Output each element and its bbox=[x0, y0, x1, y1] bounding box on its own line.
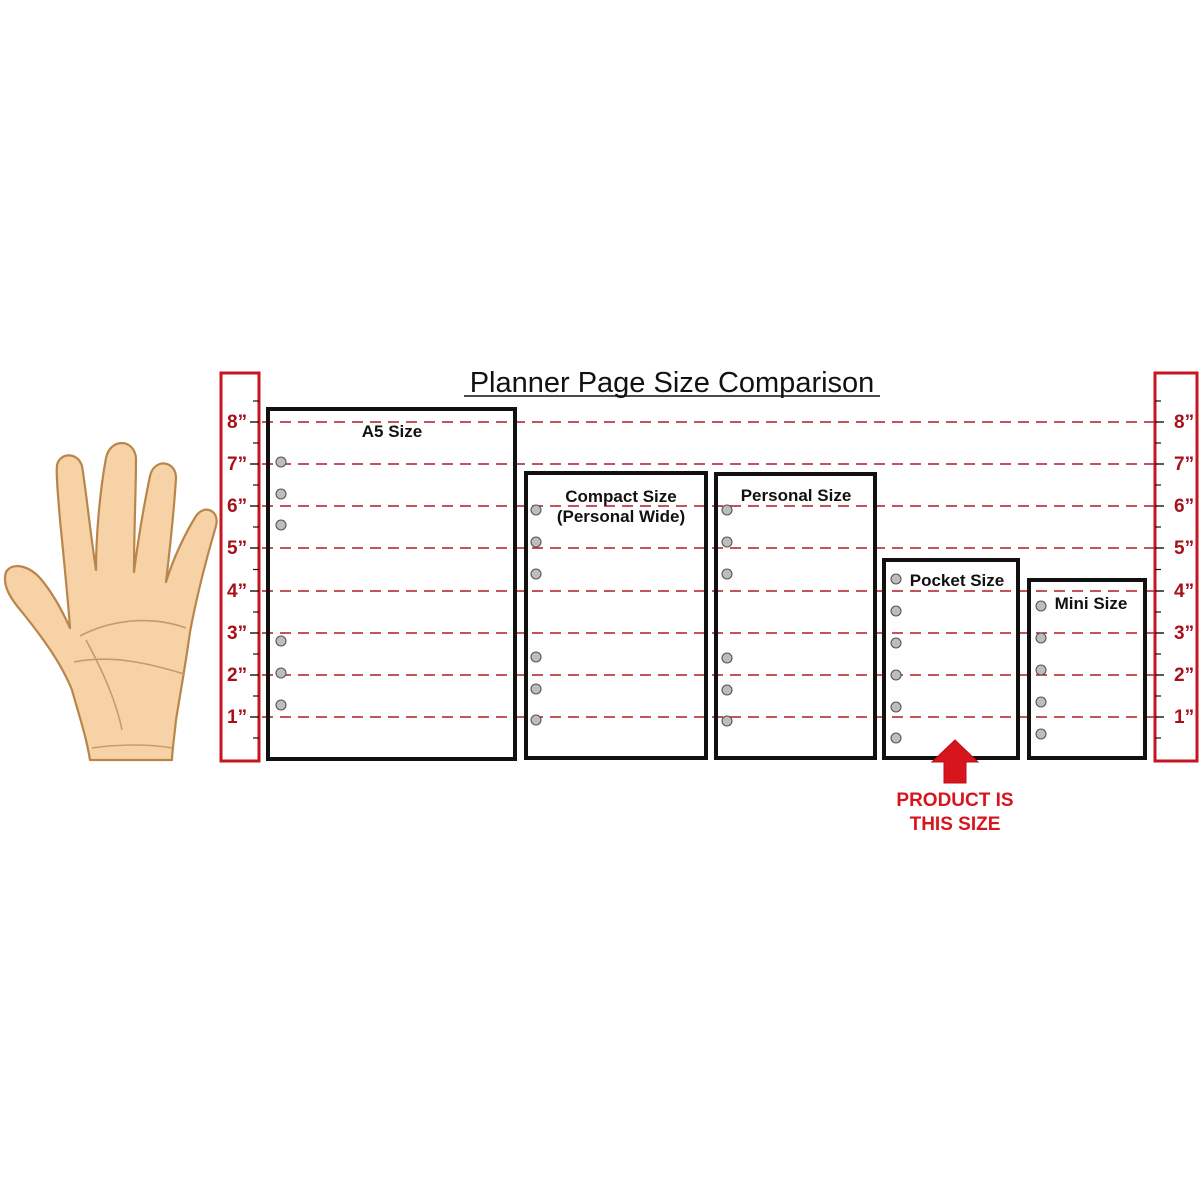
page-title: Planner Page Size Comparison bbox=[470, 367, 875, 399]
left-ruler-label-8: 8” bbox=[227, 412, 247, 433]
palm-crease-middle bbox=[73, 658, 185, 675]
ring-hole-compact bbox=[530, 683, 542, 695]
left-ruler-label-7: 7” bbox=[227, 454, 247, 475]
ring-hole-pocket bbox=[890, 573, 902, 585]
ring-hole-compact bbox=[530, 504, 542, 516]
left-ruler-label-6: 6” bbox=[227, 496, 247, 517]
callout-line2: THIS SIZE bbox=[910, 814, 1001, 835]
ring-hole-personal bbox=[721, 684, 733, 696]
page-pocket-label: Pocket Size bbox=[910, 571, 1005, 590]
left-ruler-label-1: 1” bbox=[227, 707, 247, 728]
page-compact-label-line1: Compact Size bbox=[565, 487, 676, 506]
right-ruler-ticks bbox=[1155, 400, 1164, 739]
left-inch-ruler: 8” 7” 6” 5” 4” 3” 2” 1” bbox=[219, 371, 261, 763]
up-arrow-icon bbox=[930, 739, 980, 784]
product-callout: PRODUCT IS THIS SIZE bbox=[896, 739, 1014, 835]
ring-hole-pocket bbox=[890, 701, 902, 713]
page-mini-outline bbox=[1027, 578, 1147, 760]
ring-hole-a5 bbox=[275, 699, 287, 711]
left-ruler-label-3: 3” bbox=[227, 623, 247, 644]
ring-hole-mini bbox=[1035, 664, 1047, 676]
left-ruler-ticks bbox=[250, 400, 259, 739]
left-ruler-label-2: 2” bbox=[227, 665, 247, 686]
right-ruler-label-4: 4” bbox=[1174, 581, 1194, 602]
planner-pages: A5 Size Compact Size (Personal Wide) Per… bbox=[266, 407, 1147, 761]
ring-hole-compact bbox=[530, 568, 542, 580]
ring-hole-personal bbox=[721, 504, 733, 516]
right-ruler-labels: 8” 7” 6” 5” 4” 3” 2” 1” bbox=[1174, 412, 1194, 728]
page-personal-outline bbox=[714, 472, 877, 760]
right-ruler-label-2: 2” bbox=[1174, 665, 1194, 686]
page-a5-outline bbox=[266, 407, 517, 761]
ring-hole-mini bbox=[1035, 696, 1047, 708]
page-mini: Mini Size bbox=[1027, 578, 1147, 760]
ring-hole-mini bbox=[1035, 632, 1047, 644]
page-compact-label-line2: (Personal Wide) bbox=[557, 507, 685, 526]
page-mini-label: Mini Size bbox=[1055, 594, 1128, 613]
right-ruler-label-3: 3” bbox=[1174, 623, 1194, 644]
ring-hole-pocket bbox=[890, 669, 902, 681]
right-ruler-label-7: 7” bbox=[1174, 454, 1194, 475]
page-pocket: Pocket Size bbox=[882, 558, 1020, 760]
ring-hole-pocket bbox=[890, 732, 902, 744]
ring-hole-compact bbox=[530, 714, 542, 726]
page-a5-label: A5 Size bbox=[362, 422, 422, 441]
left-ruler-label-4: 4” bbox=[227, 581, 247, 602]
left-ruler-labels: 8” 7” 6” 5” 4” 3” 2” 1” bbox=[227, 412, 247, 728]
hand-illustration bbox=[3, 442, 218, 762]
ring-hole-personal bbox=[721, 715, 733, 727]
ring-hole-compact bbox=[530, 651, 542, 663]
ring-holes bbox=[275, 456, 1047, 744]
palm-crease-top bbox=[79, 619, 187, 637]
left-ruler-frame bbox=[219, 371, 261, 763]
ring-hole-mini bbox=[1035, 600, 1047, 612]
ring-hole-personal bbox=[721, 652, 733, 664]
ring-hole-a5 bbox=[275, 635, 287, 647]
ring-hole-mini bbox=[1035, 728, 1047, 740]
ring-hole-a5 bbox=[275, 488, 287, 500]
right-ruler-label-6: 6” bbox=[1174, 496, 1194, 517]
ring-hole-personal bbox=[721, 536, 733, 548]
page-a5: A5 Size bbox=[266, 407, 517, 761]
right-ruler-frame bbox=[1153, 371, 1199, 763]
page-personal: Personal Size bbox=[714, 472, 877, 760]
page-compact-outline bbox=[524, 471, 708, 760]
ring-hole-personal bbox=[721, 568, 733, 580]
ring-hole-compact bbox=[530, 536, 542, 548]
right-ruler-label-8: 8” bbox=[1174, 412, 1194, 433]
right-ruler-label-1: 1” bbox=[1174, 707, 1194, 728]
page-compact: Compact Size (Personal Wide) bbox=[524, 471, 708, 760]
hand-palm bbox=[3, 442, 218, 762]
right-ruler-label-5: 5” bbox=[1174, 538, 1194, 559]
ring-hole-pocket bbox=[890, 637, 902, 649]
right-inch-ruler: 8” 7” 6” 5” 4” 3” 2” 1” bbox=[1153, 371, 1199, 763]
left-ruler-label-5: 5” bbox=[227, 538, 247, 559]
callout-line1: PRODUCT IS bbox=[896, 790, 1013, 811]
wrist-line bbox=[91, 744, 173, 749]
ring-hole-pocket bbox=[890, 605, 902, 617]
ring-hole-a5 bbox=[275, 456, 287, 468]
page-personal-label: Personal Size bbox=[741, 486, 852, 505]
inch-guide-lines bbox=[262, 421, 1155, 718]
ring-hole-a5 bbox=[275, 667, 287, 679]
palm-crease-life bbox=[85, 639, 123, 731]
ring-hole-a5 bbox=[275, 519, 287, 531]
